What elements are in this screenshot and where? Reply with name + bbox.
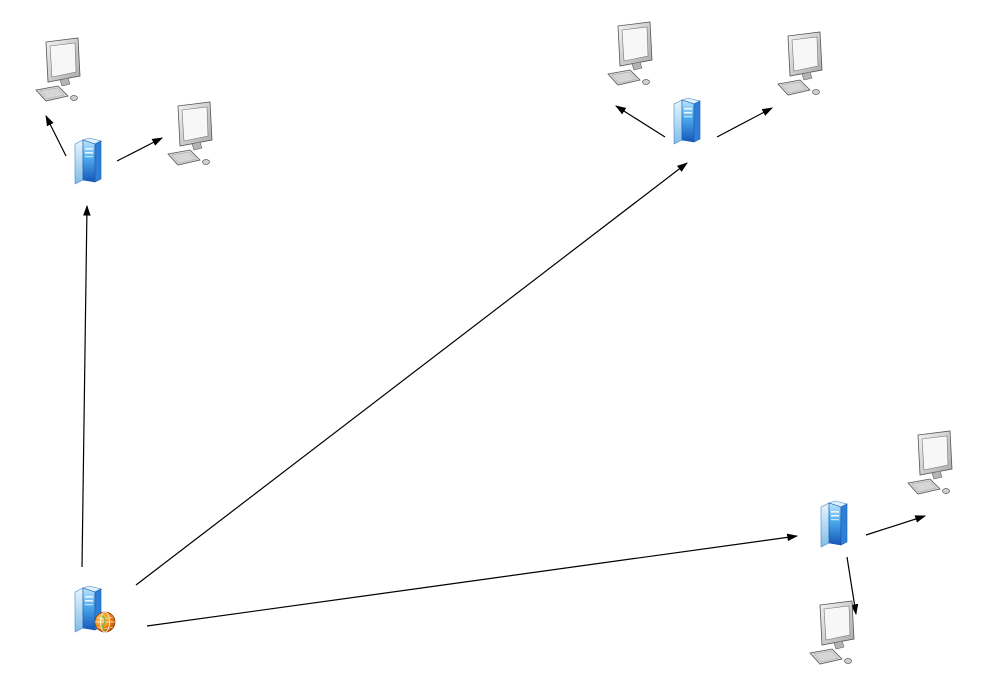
pc-c2-computer-icon — [809, 600, 855, 665]
edge-server-b-to-pc-b2 — [716, 107, 773, 138]
edge-web-server-to-server-c — [146, 533, 799, 627]
pc-b1-computer-icon — [607, 21, 653, 86]
pc-a2-computer-icon — [167, 101, 213, 166]
web-server-web-server-icon — [74, 585, 116, 633]
edge-web-server-to-server-a — [81, 204, 91, 568]
server-b-server-icon — [673, 97, 701, 145]
pc-c1-computer-icon — [907, 430, 953, 495]
edge-server-a-to-pc-a1 — [45, 115, 67, 157]
edge-server-c-to-pc-c2 — [846, 556, 859, 616]
edge-server-b-to-pc-b1 — [615, 105, 666, 138]
edge-web-server-to-server-b — [135, 162, 688, 586]
server-a-server-icon — [74, 137, 102, 185]
edge-server-a-to-pc-a2 — [116, 137, 163, 162]
pc-a1-computer-icon — [35, 37, 81, 102]
server-c-server-icon — [820, 500, 848, 548]
edge-server-c-to-pc-c1 — [865, 515, 927, 536]
nodes-layer — [35, 21, 953, 665]
pc-b2-computer-icon — [777, 31, 823, 96]
edges-layer — [45, 105, 927, 627]
